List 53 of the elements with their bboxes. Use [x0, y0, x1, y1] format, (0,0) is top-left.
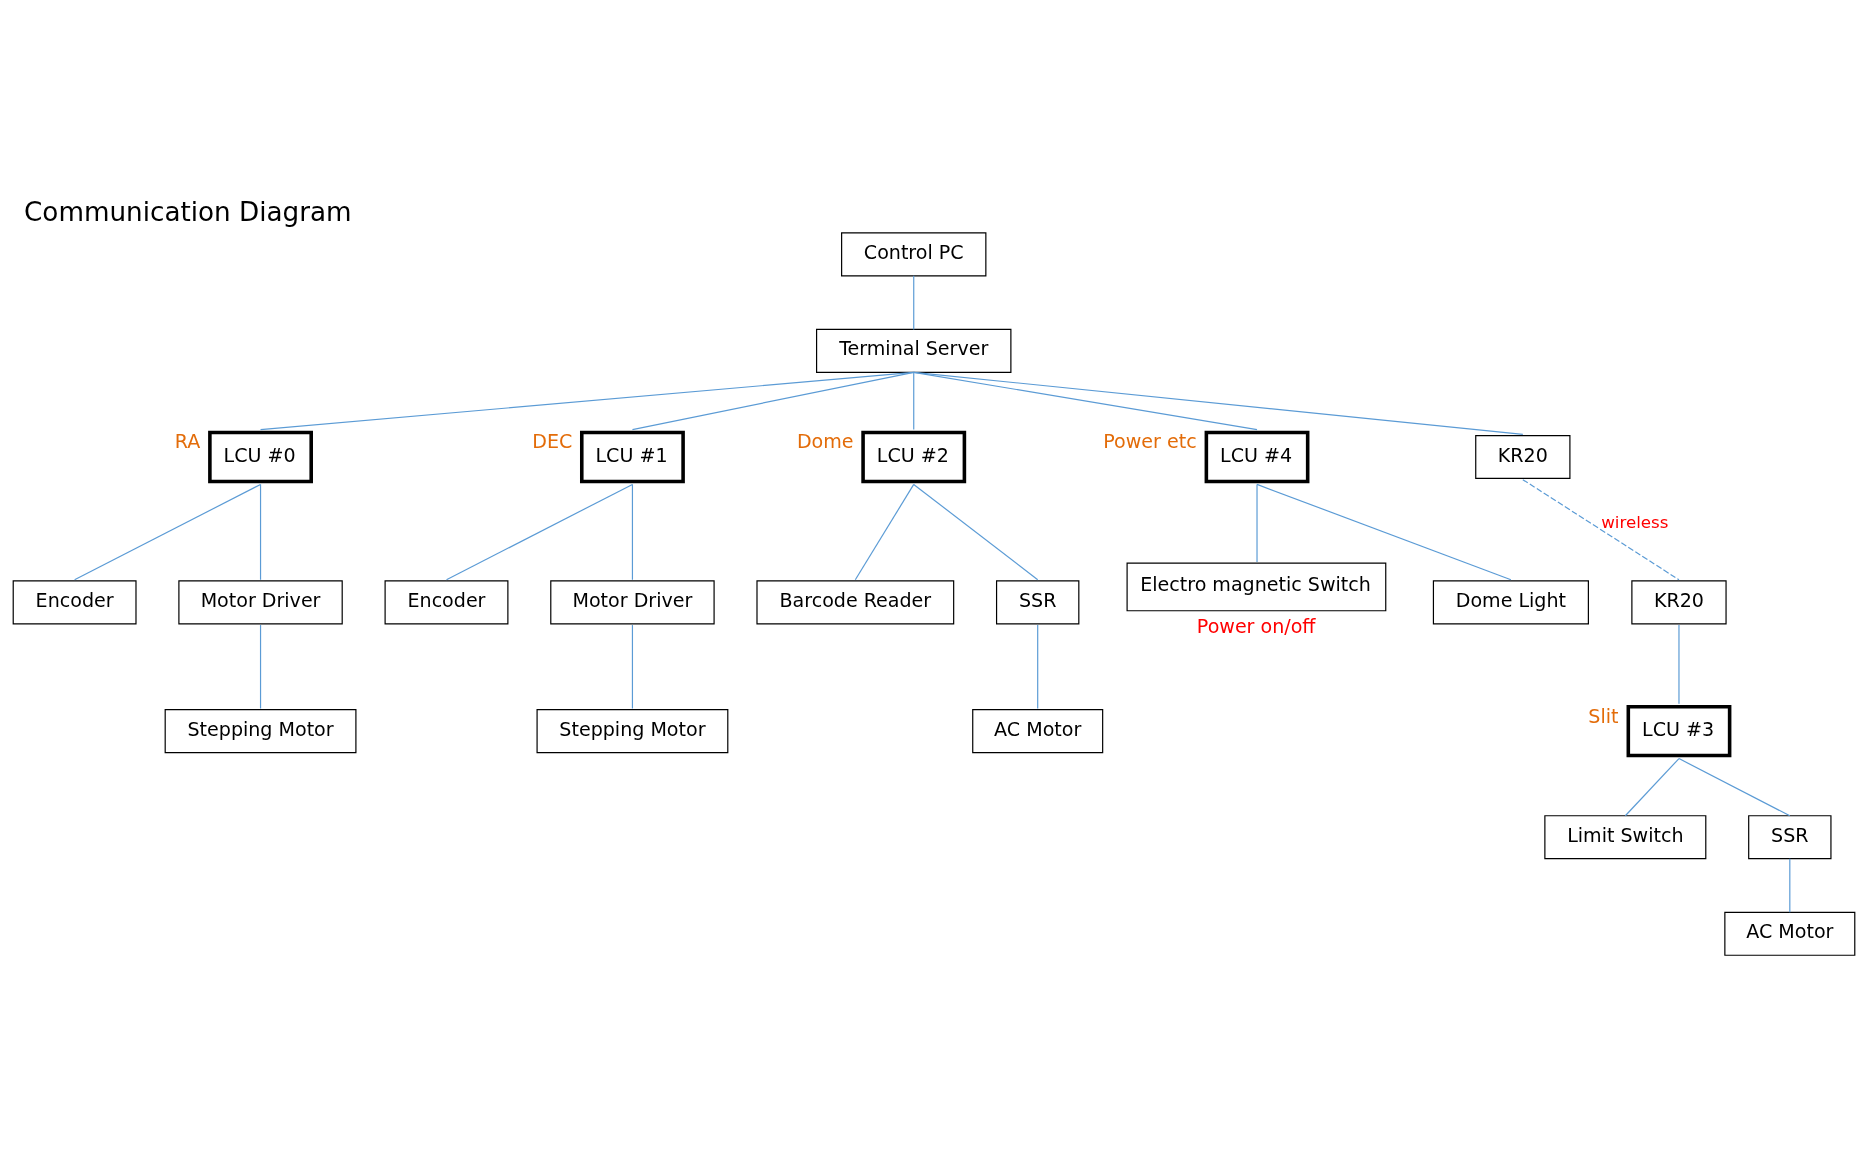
node-box: SSR	[1748, 815, 1832, 860]
node-box: Motor Driver	[178, 580, 343, 625]
connector	[631, 483, 634, 581]
node-label: RA	[174, 430, 201, 453]
connector	[1678, 624, 1680, 705]
connector	[854, 483, 915, 581]
node-box: LCU #1	[580, 430, 685, 484]
connector	[913, 371, 915, 431]
connector	[1522, 479, 1680, 581]
node-box: LCU #4	[1204, 430, 1310, 484]
node-box: KR20	[1631, 580, 1727, 625]
connector	[1256, 483, 1258, 563]
connector	[445, 483, 634, 581]
node-box: Barcode Reader	[756, 580, 955, 625]
node-label: Slit	[1588, 704, 1619, 727]
connector	[259, 371, 915, 431]
node-label: DEC	[532, 430, 573, 453]
node-label: Power etc	[1103, 430, 1197, 453]
connector	[913, 371, 1524, 435]
node-box: Encoder	[384, 580, 509, 625]
node-box: KR20	[1475, 434, 1571, 480]
connector	[1789, 858, 1791, 913]
node-box: AC Motor	[1724, 911, 1856, 956]
node-box: Motor Driver	[550, 580, 715, 625]
connector	[1678, 757, 1791, 817]
connector	[1256, 483, 1512, 581]
node-box: Electro magnetic Switch	[1126, 562, 1387, 612]
node-box: Encoder	[12, 580, 137, 625]
node-box: Terminal Server	[816, 328, 1012, 373]
connector	[259, 624, 262, 710]
diagram-title: Communication Diagram	[24, 196, 352, 227]
edge-label: wireless	[1601, 512, 1669, 532]
node-box: SSR	[996, 580, 1080, 625]
connector	[1624, 757, 1680, 817]
node-box: Limit Switch	[1544, 815, 1707, 860]
node-box: AC Motor	[972, 709, 1104, 754]
node-box: Control PC	[841, 232, 987, 277]
connector	[74, 483, 262, 581]
node-box: LCU #3	[1626, 704, 1732, 758]
connector	[1037, 624, 1039, 710]
node-box: Stepping Motor	[164, 709, 357, 754]
node-box: Stepping Motor	[536, 709, 729, 754]
node-label: Power on/off	[1196, 615, 1316, 638]
connector	[913, 275, 915, 331]
connector	[631, 371, 915, 431]
node-label: Dome	[796, 430, 854, 453]
node-box: LCU #2	[861, 430, 967, 484]
node-box: LCU #0	[208, 430, 313, 484]
connector	[913, 483, 1039, 581]
connector	[259, 483, 262, 581]
connector	[631, 624, 634, 710]
connector	[913, 371, 1258, 431]
node-box: Dome Light	[1432, 580, 1589, 625]
